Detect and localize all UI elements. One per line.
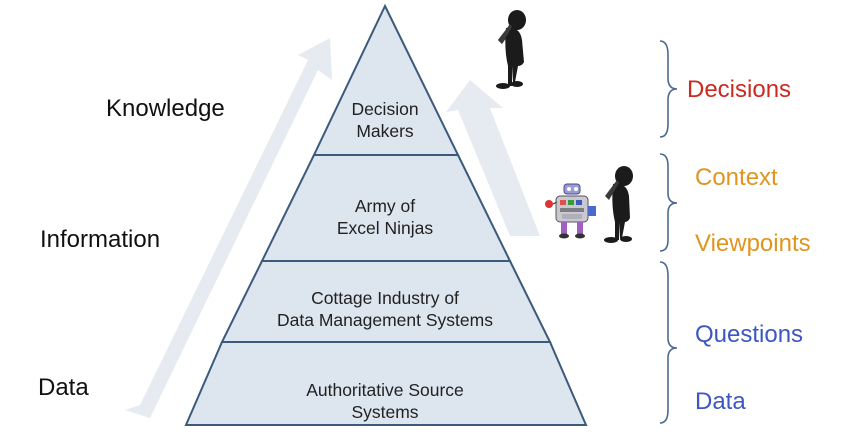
label-decisions: Decisions — [687, 76, 792, 103]
label-information: Information — [40, 226, 161, 253]
label-viewpoints: Viewpoints — [695, 230, 811, 257]
thinking-figure-top-icon — [496, 10, 526, 89]
background-arrow-small — [446, 80, 540, 236]
tier-label-cottage-industry: Cottage Industry of Data Management Syst… — [240, 287, 530, 331]
robot-icon — [545, 183, 596, 239]
tier-label-line: Makers — [356, 121, 414, 141]
background-arrow-large — [125, 38, 332, 418]
label-questions: Questions — [695, 321, 804, 348]
thinking-figure-mid-icon — [604, 166, 633, 243]
tier-label-line: Excel Ninjas — [336, 218, 434, 238]
tier-label-line: Cottage Industry of — [311, 288, 459, 308]
tier-label-excel-ninjas: Army of Excel Ninjas — [300, 195, 470, 239]
tier-label-line: Authoritative Source — [306, 380, 464, 400]
brace-context — [659, 153, 678, 252]
tier-label-authoritative-source: Authoritative Source Systems — [250, 379, 520, 423]
label-knowledge: Knowledge — [106, 95, 225, 122]
tier-label-line: Decision — [351, 99, 419, 119]
label-data-left: Data — [38, 374, 89, 401]
tier-label-line: Army of — [354, 196, 416, 216]
brace-data — [659, 261, 678, 424]
tier-label-line: Data Management Systems — [277, 310, 493, 330]
tier-label-line: Systems — [351, 402, 419, 422]
tier-label-decision-makers: Decision Makers — [315, 98, 455, 142]
brace-decisions — [659, 40, 678, 138]
label-context: Context — [695, 164, 778, 191]
pyramid-tier-base — [184, 341, 588, 426]
label-data-right: Data — [695, 388, 746, 415]
